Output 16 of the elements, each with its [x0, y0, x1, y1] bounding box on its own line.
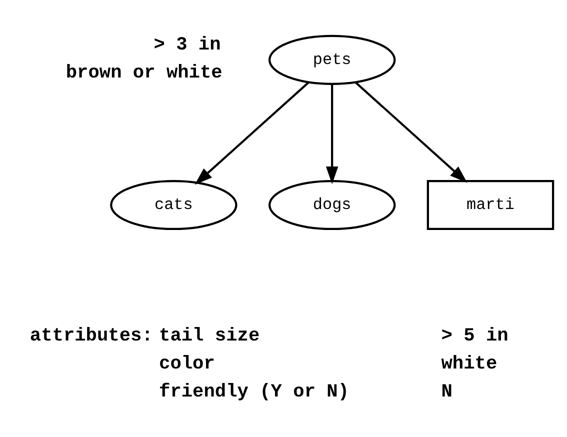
node-label: brown or white	[66, 61, 222, 84]
arrow	[354, 81, 468, 182]
node-ellipse: dogs	[268, 180, 396, 230]
node-ellipse: pets	[268, 34, 396, 84]
arrow	[194, 80, 310, 184]
label: color	[159, 352, 215, 374]
node-label: N	[441, 380, 452, 402]
node-box: marti	[426, 180, 554, 230]
node-label: > 3 in	[154, 33, 221, 56]
label: friendly (Y or N)	[159, 380, 350, 402]
label: attributes:	[30, 324, 153, 346]
node-ellipse: cats	[110, 180, 238, 230]
arrow	[326, 84, 338, 184]
label: tail size	[159, 324, 260, 346]
node-label: > 5 in	[441, 324, 508, 346]
node-label: white	[441, 352, 498, 374]
